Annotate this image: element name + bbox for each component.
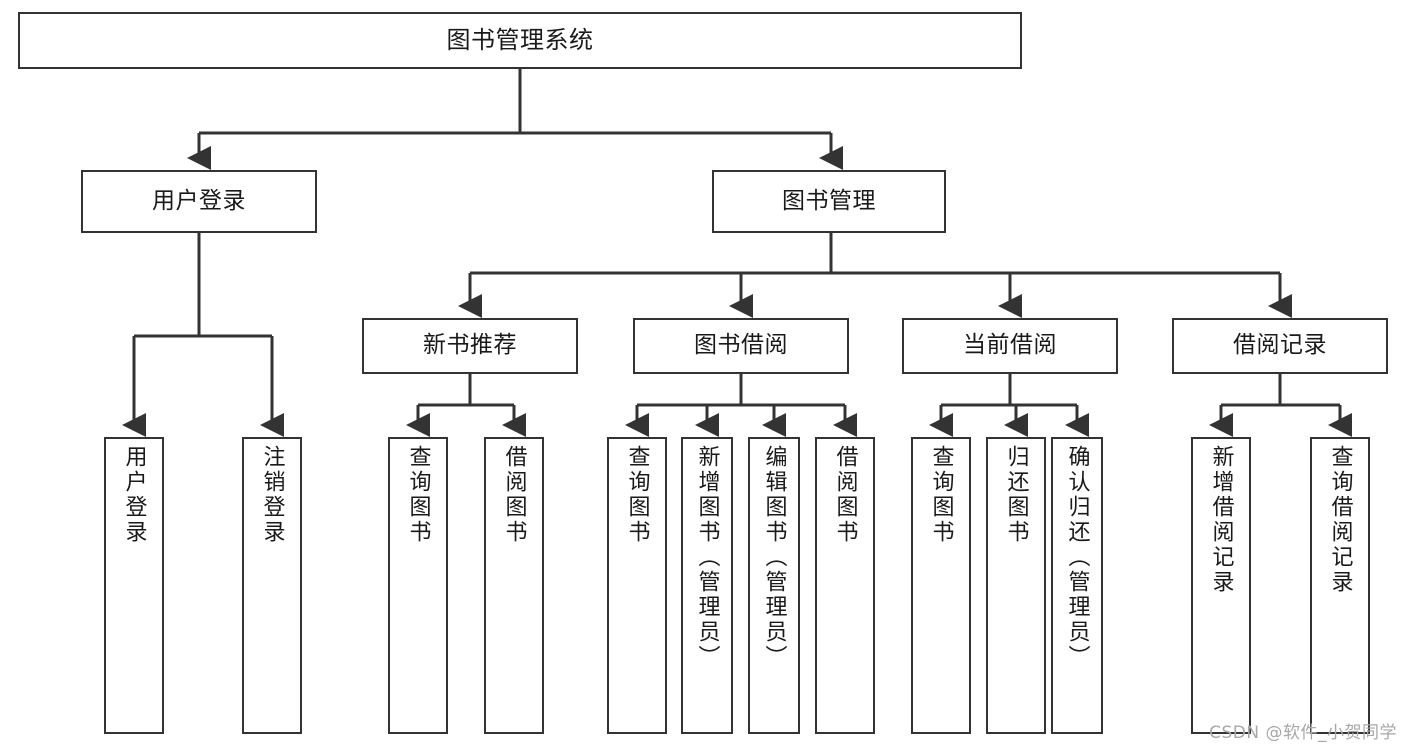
leaf-logout[interactable]: 注销登录 — [242, 437, 302, 734]
leaf-label: 编辑图书（管理员） — [761, 445, 787, 670]
node-current-borrow[interactable]: 当前借阅 — [902, 318, 1118, 374]
node-book-management[interactable]: 图书管理 — [712, 170, 946, 233]
leaf-query-borrow-record[interactable]: 查询借阅记录 — [1310, 437, 1370, 734]
leaf-label: 归还图书 — [1003, 445, 1029, 545]
leaf-query-book-borrow[interactable]: 查询图书 — [607, 437, 667, 734]
leaf-label: 注销登录 — [259, 445, 285, 545]
leaf-label: 新增图书（管理员） — [694, 445, 720, 670]
node-borrow-record[interactable]: 借阅记录 — [1172, 318, 1388, 374]
leaf-lend-book[interactable]: 借阅图书 — [815, 437, 875, 734]
leaf-label: 借阅图书 — [501, 445, 527, 545]
leaf-label: 查询图书 — [928, 445, 954, 545]
node-root[interactable]: 图书管理系统 — [18, 12, 1022, 69]
node-user-login[interactable]: 用户登录 — [81, 170, 317, 233]
leaf-label: 查询借阅记录 — [1327, 445, 1353, 595]
leaf-return-book[interactable]: 归还图书 — [986, 437, 1046, 734]
csdn-watermark: CSDN @软件_小贺同学 — [1209, 723, 1397, 743]
leaf-label: 查询图书 — [624, 445, 650, 545]
leaf-add-book-admin[interactable]: 新增图书（管理员） — [681, 437, 733, 734]
leaf-query-book-new[interactable]: 查询图书 — [388, 437, 448, 734]
leaf-add-borrow-record[interactable]: 新增借阅记录 — [1191, 437, 1251, 734]
leaf-confirm-return-admin[interactable]: 确认归还（管理员） — [1051, 437, 1103, 734]
leaf-label: 新增借阅记录 — [1208, 445, 1234, 595]
leaf-label: 查询图书 — [405, 445, 431, 545]
leaf-label: 确认归还（管理员） — [1064, 445, 1090, 670]
leaf-edit-book-admin[interactable]: 编辑图书（管理员） — [748, 437, 800, 734]
leaf-user-login[interactable]: 用户登录 — [104, 437, 164, 734]
leaf-label: 用户登录 — [121, 445, 147, 545]
node-new-book-recommend[interactable]: 新书推荐 — [362, 318, 578, 374]
leaf-label: 借阅图书 — [832, 445, 858, 545]
node-book-borrow[interactable]: 图书借阅 — [633, 318, 849, 374]
leaf-query-book-current[interactable]: 查询图书 — [911, 437, 971, 734]
leaf-borrow-book-new[interactable]: 借阅图书 — [484, 437, 544, 734]
